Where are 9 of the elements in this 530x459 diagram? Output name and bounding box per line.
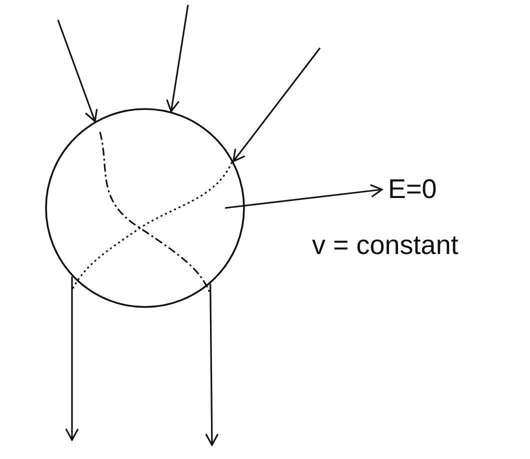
- arrow: [224, 184, 383, 209]
- field-line: [205, 284, 219, 446]
- field-line: [65, 276, 79, 441]
- field-line: [232, 48, 321, 162]
- field-line: [166, 4, 189, 112]
- field-label: E=0: [388, 176, 437, 203]
- field-line: [57, 20, 98, 122]
- sphere-circle: [45, 108, 245, 308]
- condition-label: v = constant: [312, 232, 458, 259]
